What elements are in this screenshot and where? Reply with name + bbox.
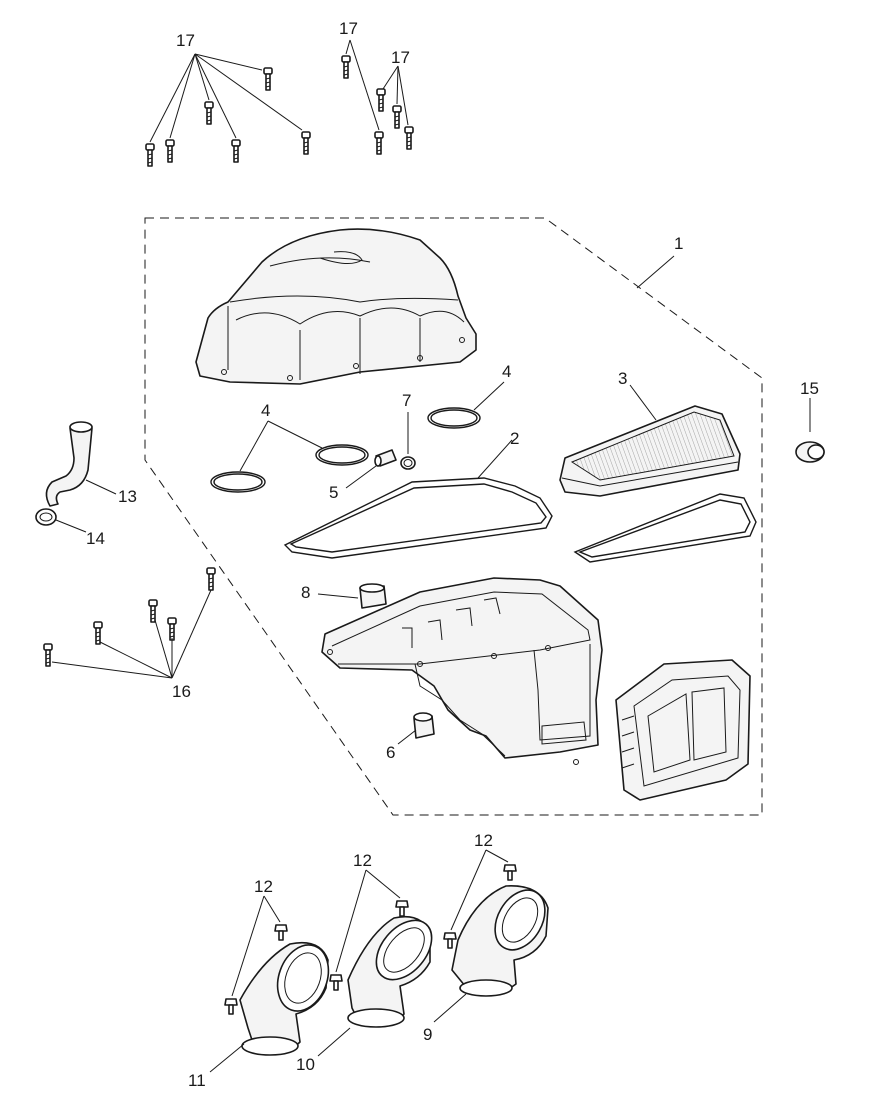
callout-11: 11 bbox=[188, 1071, 206, 1090]
airbox-lower-housing bbox=[321, 577, 603, 765]
callout-17-mid: 17 bbox=[339, 19, 358, 38]
breather-hose-end bbox=[69, 421, 93, 433]
callout-17-left: 17 bbox=[176, 31, 195, 50]
air-filter-element bbox=[559, 405, 741, 497]
callout-6: 6 bbox=[386, 743, 395, 762]
intake-boot-9 bbox=[451, 885, 549, 997]
assembly-boundary bbox=[144, 217, 763, 816]
filter-seal bbox=[573, 493, 757, 563]
intake-boot-10 bbox=[347, 915, 433, 1028]
o-ring-mid-inner bbox=[318, 446, 366, 464]
callout-12-mid: 12 bbox=[353, 851, 372, 870]
callout-12-left: 12 bbox=[254, 877, 273, 896]
callout-3: 3 bbox=[618, 369, 627, 388]
callout-16: 16 bbox=[172, 682, 191, 701]
callout-4-left: 4 bbox=[261, 401, 270, 420]
callout-2: 2 bbox=[510, 429, 519, 448]
callout-10: 10 bbox=[296, 1055, 315, 1074]
airbox-cover bbox=[195, 228, 477, 385]
drain-plug bbox=[413, 712, 435, 739]
callout-7: 7 bbox=[402, 391, 411, 410]
screws-12-group bbox=[224, 849, 517, 1015]
grommet bbox=[795, 441, 825, 463]
callout-17-right: 17 bbox=[391, 48, 410, 67]
o-ring-left-inner bbox=[213, 473, 263, 491]
intake-duct bbox=[615, 659, 751, 801]
intake-boot-11 bbox=[239, 941, 330, 1056]
callout-9: 9 bbox=[423, 1025, 432, 1044]
o-ring-right bbox=[427, 407, 481, 429]
hose-clip bbox=[400, 456, 416, 470]
callout-15: 15 bbox=[800, 379, 819, 398]
hose-clamp bbox=[35, 508, 57, 526]
callout-12-right: 12 bbox=[474, 831, 493, 850]
airbox-gasket bbox=[283, 477, 553, 559]
fasteners-17-group bbox=[145, 39, 414, 167]
callout-4-right: 4 bbox=[502, 362, 511, 381]
callout-14: 14 bbox=[86, 529, 105, 548]
o-ring-mid bbox=[315, 444, 369, 466]
callout-5: 5 bbox=[329, 483, 338, 502]
callout-1: 1 bbox=[674, 234, 683, 253]
o-ring-right-inner bbox=[430, 409, 478, 427]
cap bbox=[359, 583, 387, 609]
fasteners-16-group bbox=[43, 567, 216, 679]
breather-tube bbox=[374, 449, 397, 467]
o-ring-left bbox=[210, 471, 266, 493]
callout-13: 13 bbox=[118, 487, 137, 506]
callout-8: 8 bbox=[301, 583, 310, 602]
breather-hose bbox=[45, 423, 93, 507]
